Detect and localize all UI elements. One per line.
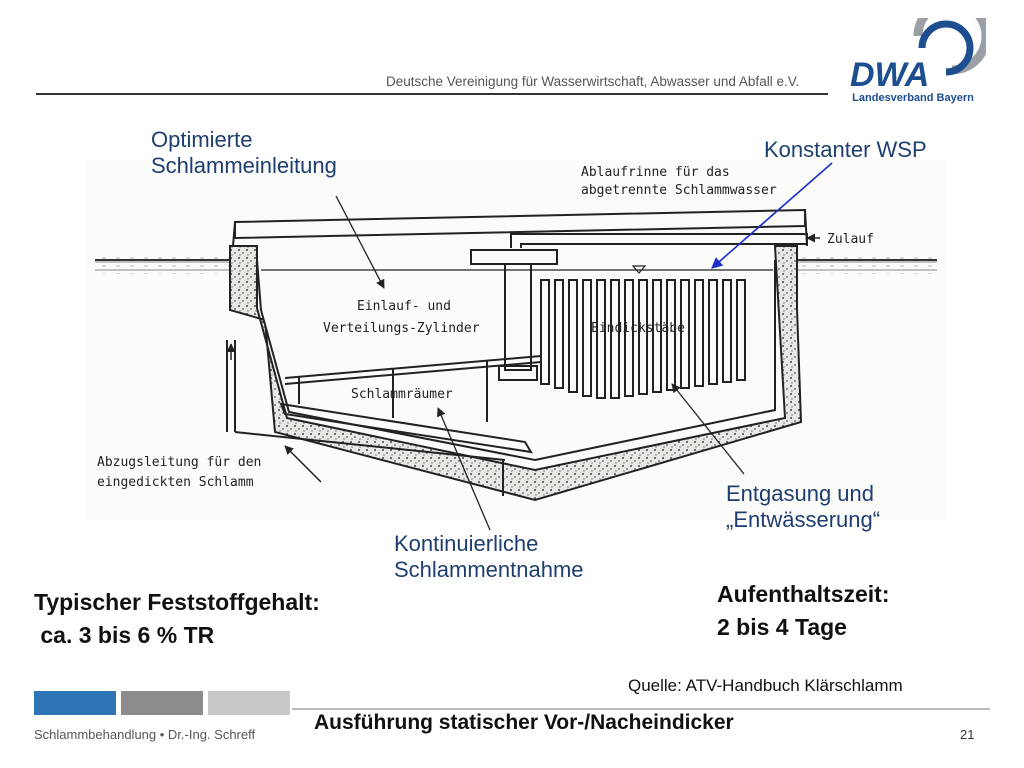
arrow-to-scraper bbox=[437, 407, 491, 531]
outlet-label-line1: Abzugsleitung für den bbox=[97, 455, 261, 470]
footer-divider bbox=[292, 708, 990, 710]
outlet-label-line2: eingedickten Schlamm bbox=[97, 475, 254, 490]
inflow-label: Zulauf bbox=[827, 232, 874, 247]
arrow-to-rods bbox=[671, 383, 745, 475]
solids-line1: Typischer Feststoffgehalt: bbox=[34, 589, 320, 615]
rods-label: Eindickstäbe bbox=[591, 321, 685, 336]
cylinder-label-line1: Einlauf- und bbox=[357, 299, 451, 314]
channel-label-line2: abgetrennte Schlammwasser bbox=[581, 183, 777, 198]
thickener-cross-section: Zulauf Ablaufrinne für das bbox=[95, 165, 937, 502]
page-number: 21 bbox=[960, 727, 975, 742]
distribution-cylinder bbox=[470, 249, 558, 381]
annotation-continuous-line2: Schlammentnahme bbox=[394, 557, 584, 583]
arrow-to-water-level bbox=[711, 162, 833, 269]
annotation-optimized-inlet: Optimierte Schlammeinleitung bbox=[151, 127, 337, 180]
organization-name: Deutsche Vereinigung für Wasserwirtschaf… bbox=[386, 74, 800, 89]
scraper-label: Schlammräumer bbox=[351, 387, 453, 402]
thickening-rods bbox=[540, 279, 746, 399]
source-citation: Quelle: ATV-Handbuch Klärschlamm bbox=[628, 676, 903, 695]
slide-title: Ausführung statischer Vor-/Nacheindicker bbox=[314, 711, 734, 734]
annotation-constant-level: Konstanter WSP bbox=[764, 137, 927, 162]
solids-line2: ca. 3 bis 6 % TR bbox=[34, 622, 215, 649]
logo-subtitle: Landesverband Bayern bbox=[852, 92, 974, 104]
channel-label-line1: Ablaufrinne für das bbox=[581, 165, 730, 180]
solids-content-fact: Typischer Feststoffgehalt: ca. 3 bis 6 %… bbox=[34, 586, 320, 653]
arrow-to-inlet bbox=[335, 195, 385, 289]
footer-bar-light bbox=[208, 691, 290, 715]
sludge-outlet-pipe bbox=[226, 340, 506, 496]
logo-text: DWA bbox=[850, 56, 929, 94]
cylinder-label-line2: Verteilungs-Zylinder bbox=[323, 321, 480, 336]
annotation-degassing: Entgasung und „Entwässerung“ bbox=[726, 481, 880, 534]
annotation-optimized-line1: Optimierte bbox=[151, 127, 253, 152]
annotation-continuous-line1: Kontinuierliche bbox=[394, 531, 539, 556]
retention-time-fact: Aufenthaltszeit: 2 bis 4 Tage bbox=[717, 578, 890, 645]
tank-wall bbox=[229, 245, 803, 502]
header-divider bbox=[36, 93, 828, 95]
footer-bar-blue bbox=[34, 691, 116, 715]
footer-presenter: Schlammbehandlung • Dr.-Ing. Schreff bbox=[34, 727, 256, 742]
dwa-logo: DWA bbox=[850, 18, 986, 94]
annotation-optimized-line2: Schlammeinleitung bbox=[151, 153, 337, 179]
footer-bar-gray bbox=[121, 691, 203, 715]
annotation-continuous-removal: Kontinuierliche Schlammentnahme bbox=[394, 531, 584, 584]
retention-line2: 2 bis 4 Tage bbox=[717, 614, 847, 641]
annotation-degassing-line2: „Entwässerung“ bbox=[726, 507, 881, 533]
ground-surface bbox=[95, 256, 937, 274]
sludge-scraper bbox=[279, 355, 542, 454]
retention-line1: Aufenthaltszeit: bbox=[717, 581, 890, 607]
annotation-degassing-line1: Entgasung und bbox=[726, 481, 875, 506]
